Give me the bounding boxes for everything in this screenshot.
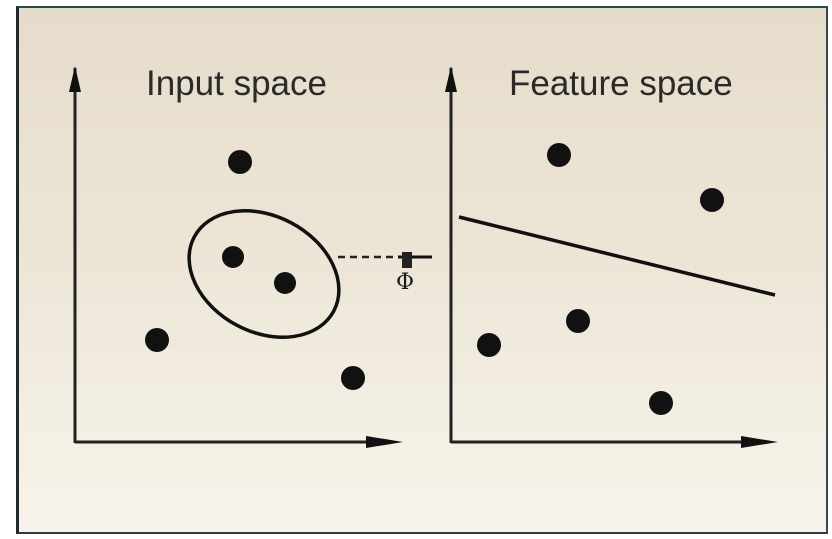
feature-x-axis-arrowhead (741, 436, 778, 448)
feature-space-points (477, 143, 724, 415)
input-x-axis-arrowhead (366, 436, 403, 448)
input-point-inside (274, 272, 296, 294)
feature-point (700, 188, 724, 212)
feature-point (566, 309, 590, 333)
feature-y-axis-arrowhead (445, 66, 457, 92)
diagram-frame (16, 6, 828, 534)
phi-mapping-label: Φ (396, 270, 414, 295)
input-space-axes (69, 66, 403, 448)
feature-space-title: Feature space (509, 64, 733, 103)
input-point-outside (341, 366, 365, 390)
cluster-ellipse (187, 209, 341, 339)
input-point-outside (228, 150, 252, 174)
input-y-axis-arrowhead (69, 66, 81, 92)
feature-point (477, 333, 501, 357)
input-point-outside (145, 328, 169, 352)
separating-hyperplane (458, 215, 776, 297)
feature-space-axes (445, 66, 778, 448)
feature-point (547, 143, 571, 167)
input-space-title: Input space (146, 64, 327, 103)
input-space-points (145, 150, 365, 390)
feature-point (649, 391, 673, 415)
mapping-stem (402, 252, 412, 268)
input-point-inside (222, 246, 244, 268)
